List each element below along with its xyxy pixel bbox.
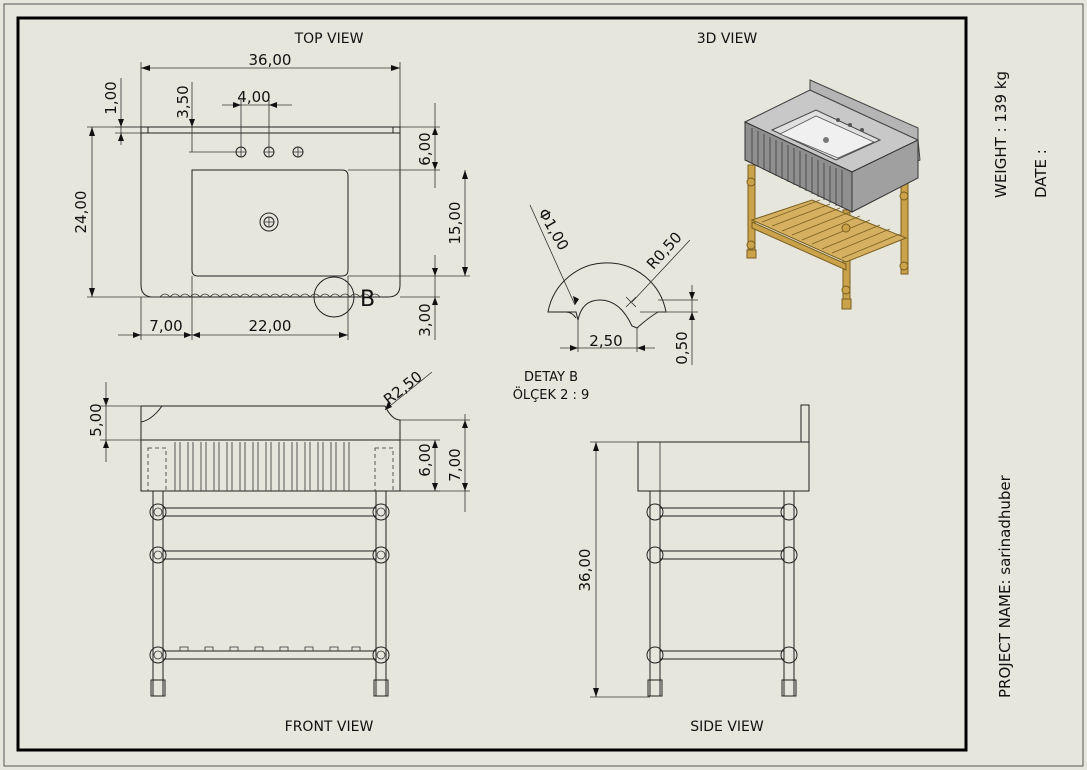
date-text: DATE : xyxy=(1032,149,1050,198)
drawing-border xyxy=(16,16,968,752)
detail-b: Φ1,00 R0,50 2,50 0,50 DETAY B ÖLÇEK 2 : … xyxy=(513,204,698,403)
dim-left-7: 7,00 xyxy=(149,317,182,335)
dim-front-3: 3,00 xyxy=(416,303,434,336)
top-view: TOP VIEW B 36,00 4,00 xyxy=(72,31,470,340)
detail-b-circle xyxy=(313,276,355,318)
faucet-holes xyxy=(235,146,304,158)
dim-detail-250: 2,50 xyxy=(589,332,622,350)
weight-text: WEIGHT : 139 kg xyxy=(992,71,1010,198)
dim-back-6: 6,00 xyxy=(416,132,434,165)
side-view-label: SIDE VIEW xyxy=(690,719,764,735)
dim-front-6: 6,00 xyxy=(416,443,434,476)
front-view-label: FRONT VIEW xyxy=(285,719,374,735)
dim-front-5: 5,00 xyxy=(87,403,105,436)
dim-top-height: 24,00 xyxy=(72,191,90,234)
dim-basin-15: 15,00 xyxy=(446,202,464,245)
dim-edge-35: 3,50 xyxy=(174,85,192,118)
front-view: FRONT VIEW xyxy=(87,367,470,735)
dim-basin-22: 22,00 xyxy=(249,317,292,335)
dim-side-36: 36,00 xyxy=(576,549,594,592)
dim-holes-spacing: 4,00 xyxy=(237,88,270,106)
top-view-label: TOP VIEW xyxy=(294,31,364,47)
side-view: SIDE VIEW 36,00 xyxy=(576,404,810,735)
detail-scale: ÖLÇEK 2 : 9 xyxy=(513,386,590,403)
dim-top-width: 36,00 xyxy=(249,51,292,69)
dim-front-7: 7,00 xyxy=(446,448,464,481)
title-block: WEIGHT : 139 kg DATE : PROJECT NAME: sar… xyxy=(992,71,1050,698)
detail-title: DETAY B xyxy=(524,370,578,385)
dim-detail-r: R0,50 xyxy=(643,228,686,273)
iso-view: 3D VIEW xyxy=(697,31,921,310)
dim-front-r: R2,50 xyxy=(380,367,426,408)
detail-b-marker: B xyxy=(360,287,375,312)
outer-border xyxy=(3,3,1084,767)
project-name-text: PROJECT NAME: sarinadhuber xyxy=(996,474,1014,698)
iso-view-label: 3D VIEW xyxy=(697,31,758,47)
dim-detail-050: 0,50 xyxy=(673,331,691,364)
dim-edge-1: 1,00 xyxy=(102,81,120,114)
dim-detail-dia: Φ1,00 xyxy=(534,205,572,253)
